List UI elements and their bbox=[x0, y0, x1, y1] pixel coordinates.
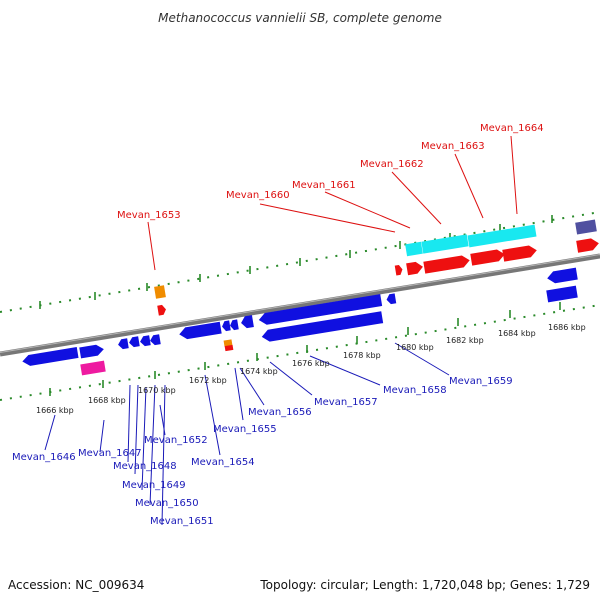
topology-text: Topology: circular; Length: 1,720,048 bp… bbox=[260, 578, 590, 592]
gene-feature[interactable] bbox=[80, 360, 106, 376]
gene-feature[interactable] bbox=[149, 334, 161, 346]
scale-label: 1670 kbp bbox=[138, 386, 176, 395]
leader-line bbox=[259, 203, 396, 233]
leader-line bbox=[269, 361, 313, 396]
gene-label[interactable]: Mevan_1650 bbox=[135, 498, 199, 509]
label-leader-lines bbox=[44, 135, 518, 526]
gene-feature[interactable] bbox=[128, 336, 140, 348]
leader-line bbox=[454, 153, 484, 219]
gene-feature[interactable] bbox=[240, 315, 254, 329]
gene-label[interactable]: Mevan_1662 bbox=[360, 159, 424, 170]
gene-label[interactable]: Mevan_1656 bbox=[248, 407, 312, 418]
gene-feature[interactable] bbox=[394, 264, 404, 276]
leader-line bbox=[239, 367, 265, 406]
gene-label[interactable]: Mevan_1658 bbox=[383, 385, 447, 396]
gene-label[interactable]: Mevan_1654 bbox=[191, 457, 255, 468]
gene-feature[interactable] bbox=[546, 267, 578, 285]
scale-label: 1674 kbp bbox=[240, 367, 278, 376]
scale-label: 1680 kbp bbox=[396, 343, 434, 352]
leader-line bbox=[161, 384, 166, 526]
gene-label[interactable]: Mevan_1664 bbox=[480, 123, 544, 134]
leader-line bbox=[324, 191, 411, 229]
gene-feature[interactable] bbox=[154, 285, 166, 299]
leader-line bbox=[510, 135, 518, 215]
leader-line bbox=[234, 367, 244, 421]
gene-feature[interactable] bbox=[261, 311, 384, 343]
gene-label[interactable]: Mevan_1651 bbox=[150, 516, 214, 527]
scale-label: 1666 kbp bbox=[36, 406, 74, 415]
leader-line bbox=[44, 414, 56, 451]
gene-label[interactable]: Mevan_1649 bbox=[122, 480, 186, 491]
gene-feature[interactable] bbox=[223, 339, 233, 347]
gene-label[interactable]: Mevan_1647 bbox=[78, 448, 142, 459]
gene-feature[interactable] bbox=[575, 219, 597, 235]
gene-feature[interactable] bbox=[405, 241, 423, 257]
genome-backbone-highlight bbox=[0, 254, 600, 353]
gene-feature[interactable] bbox=[117, 338, 129, 350]
gene-label[interactable]: Mevan_1657 bbox=[314, 397, 378, 408]
gene-feature[interactable] bbox=[502, 244, 537, 262]
lower-tick-track bbox=[0, 304, 600, 401]
gene-feature[interactable] bbox=[546, 285, 578, 303]
gene-feature[interactable] bbox=[157, 304, 167, 316]
gene-label[interactable]: Mevan_1648 bbox=[113, 461, 177, 472]
upper-tick-track bbox=[0, 211, 600, 313]
genome-backbone bbox=[0, 253, 600, 357]
gene-feature[interactable] bbox=[406, 261, 424, 276]
leader-line bbox=[149, 384, 156, 506]
gene-label[interactable]: Mevan_1659 bbox=[449, 376, 513, 387]
gene-label[interactable]: Mevan_1653 bbox=[117, 210, 181, 221]
scale-label: 1676 kbp bbox=[292, 359, 330, 368]
gene-label[interactable]: Mevan_1663 bbox=[421, 141, 485, 152]
leader-line bbox=[159, 404, 166, 436]
leader-line bbox=[391, 171, 442, 225]
gene-feature[interactable] bbox=[386, 293, 397, 305]
scale-label: 1682 kbp bbox=[446, 336, 484, 345]
map-title: Methanococcus vannielii SB, complete gen… bbox=[158, 11, 442, 25]
gene-feature[interactable] bbox=[423, 254, 470, 274]
scale-label: 1686 kbp bbox=[548, 323, 586, 332]
leader-line bbox=[134, 384, 139, 475]
leader-line bbox=[147, 221, 156, 271]
gene-label[interactable]: Mevan_1661 bbox=[292, 180, 356, 191]
gene-feature[interactable] bbox=[224, 344, 234, 352]
scale-label: 1678 kbp bbox=[343, 351, 381, 360]
gene-feature[interactable] bbox=[258, 294, 383, 326]
gene-features bbox=[21, 219, 600, 376]
leader-line bbox=[309, 355, 381, 386]
leader-line bbox=[99, 419, 105, 453]
gene-label[interactable]: Mevan_1660 bbox=[226, 190, 290, 201]
scale-label: 1684 kbp bbox=[498, 329, 536, 338]
leader-line bbox=[394, 342, 450, 376]
gene-feature[interactable] bbox=[21, 347, 79, 367]
leader-line bbox=[141, 386, 147, 491]
gene-label[interactable]: Mevan_1655 bbox=[213, 424, 277, 435]
gene-feature[interactable] bbox=[79, 344, 104, 359]
gene-label[interactable]: Mevan_1652 bbox=[144, 435, 208, 446]
leader-line bbox=[127, 384, 131, 463]
gene-label[interactable]: Mevan_1646 bbox=[12, 452, 76, 463]
gene-feature[interactable] bbox=[467, 224, 537, 248]
gene-feature[interactable] bbox=[221, 320, 231, 332]
gene-feature[interactable] bbox=[229, 319, 239, 331]
gene-feature[interactable] bbox=[421, 234, 469, 254]
accession-text: Accession: NC_009634 bbox=[8, 578, 145, 592]
scale-labels: 1666 kbp 1668 kbp 1670 kbp 1672 kbp 1674 kbp… bbox=[36, 323, 586, 415]
scale-label: 1668 kbp bbox=[88, 396, 126, 405]
major-ticks bbox=[39, 215, 561, 396]
leader-line bbox=[204, 374, 221, 456]
gene-feature[interactable] bbox=[576, 237, 600, 253]
scale-label: 1672 kbp bbox=[189, 376, 227, 385]
gene-feature[interactable] bbox=[139, 335, 151, 347]
gene-feature[interactable] bbox=[470, 248, 505, 266]
gene-feature[interactable] bbox=[178, 321, 222, 341]
